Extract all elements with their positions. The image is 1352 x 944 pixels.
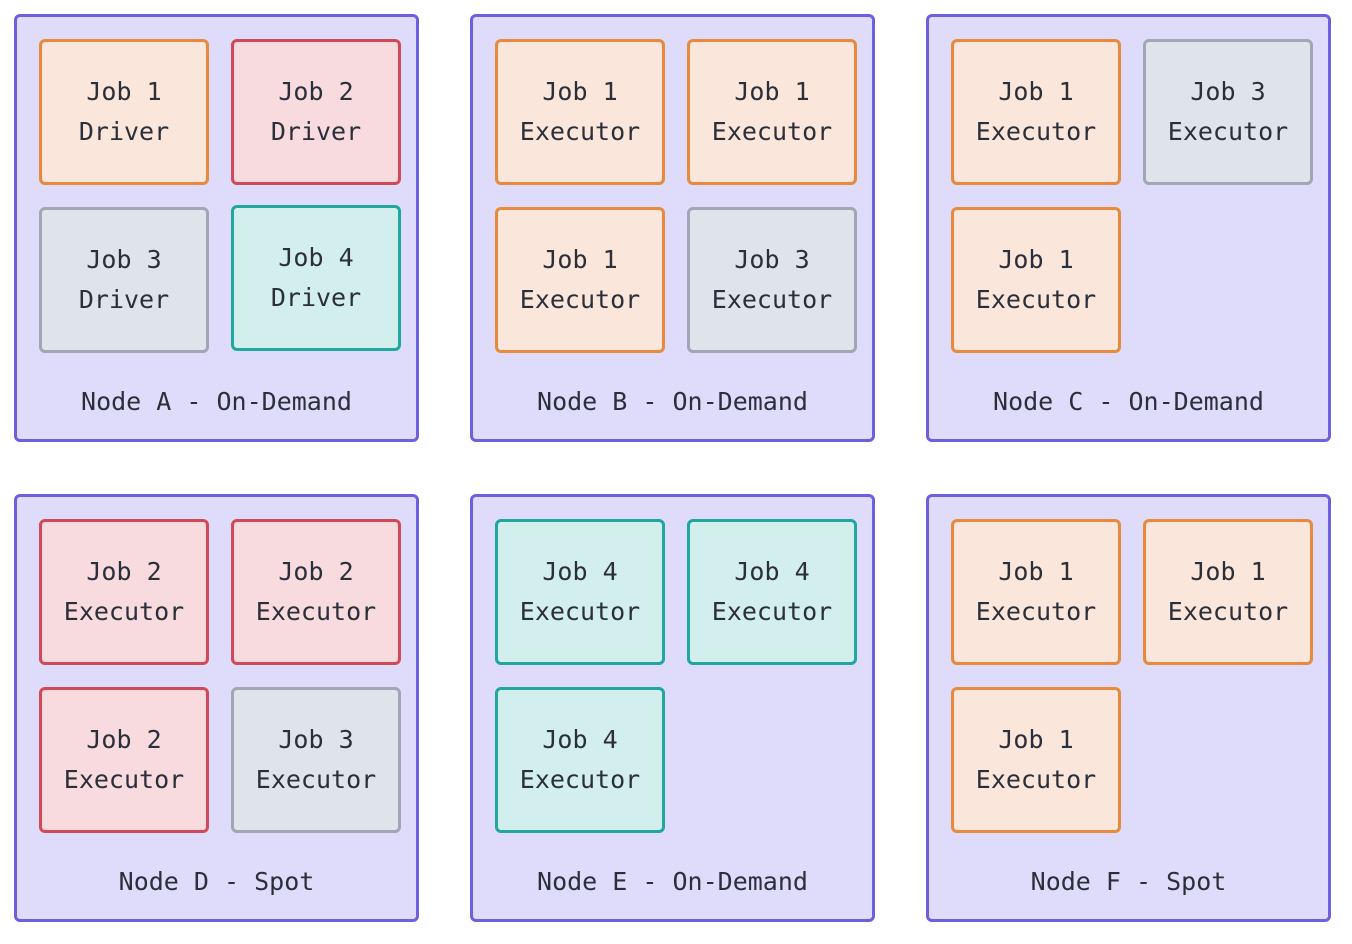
- job-box: Job 3 Driver: [39, 207, 209, 353]
- node-label: Node B - On-Demand: [537, 387, 808, 416]
- node-label: Node F - Spot: [1030, 867, 1227, 896]
- job-role: Executor: [63, 765, 185, 794]
- job-role: Driver: [270, 117, 362, 146]
- job-name: Job 4: [278, 243, 354, 272]
- node-c: Job 1 Executor Job 3 Executor Job 1 Exec…: [926, 14, 1331, 442]
- job-box: Job 1 Executor: [951, 519, 1121, 665]
- job-box: Job 3 Executor: [1143, 39, 1313, 185]
- node-label: Node C - On-Demand: [993, 387, 1264, 416]
- job-role: Executor: [711, 117, 833, 146]
- job-name: Job 4: [542, 557, 618, 586]
- job-box: Job 1 Executor: [951, 687, 1121, 833]
- job-name: Job 3: [734, 245, 810, 274]
- job-role: Executor: [975, 765, 1097, 794]
- job-name: Job 4: [542, 725, 618, 754]
- job-box: Job 4 Driver: [231, 205, 401, 351]
- job-box: Job 2 Executor: [39, 519, 209, 665]
- job-role: Executor: [711, 597, 833, 626]
- job-name: Job 2: [86, 557, 162, 586]
- node-d: Job 2 Executor Job 2 Executor Job 2 Exec…: [14, 494, 419, 922]
- job-name: Job 3: [1190, 77, 1266, 106]
- node-label: Node D - Spot: [118, 867, 315, 896]
- job-role: Executor: [1167, 597, 1289, 626]
- job-name: Job 1: [86, 77, 162, 106]
- job-box: Job 1 Executor: [951, 207, 1121, 353]
- node-b: Job 1 Executor Job 1 Executor Job 1 Exec…: [470, 14, 875, 442]
- job-role: Executor: [975, 597, 1097, 626]
- job-name: Job 4: [734, 557, 810, 586]
- job-box: Job 2 Executor: [231, 519, 401, 665]
- job-role: Executor: [255, 597, 377, 626]
- job-box: Job 3 Executor: [687, 207, 857, 353]
- job-box: Job 4 Executor: [495, 687, 665, 833]
- job-role: Executor: [255, 765, 377, 794]
- job-role: Driver: [78, 117, 170, 146]
- job-box: Job 1 Executor: [1143, 519, 1313, 665]
- job-role: Executor: [519, 765, 641, 794]
- job-role: Executor: [519, 285, 641, 314]
- job-role: Driver: [270, 283, 362, 312]
- job-role: Executor: [711, 285, 833, 314]
- node-f: Job 1 Executor Job 1 Executor Job 1 Exec…: [926, 494, 1331, 922]
- job-box: Job 1 Executor: [687, 39, 857, 185]
- job-name: Job 1: [542, 77, 618, 106]
- job-box: Job 2 Executor: [39, 687, 209, 833]
- job-name: Job 1: [542, 245, 618, 274]
- job-name: Job 2: [86, 725, 162, 754]
- job-name: Job 2: [278, 557, 354, 586]
- job-name: Job 2: [278, 77, 354, 106]
- job-name: Job 1: [998, 557, 1074, 586]
- job-role: Executor: [975, 285, 1097, 314]
- job-box: Job 1 Executor: [951, 39, 1121, 185]
- job-box: Job 4 Executor: [495, 519, 665, 665]
- job-role: Executor: [519, 597, 641, 626]
- job-box: Job 1 Executor: [495, 207, 665, 353]
- node-a: Job 1 Driver Job 2 Driver Job 3 Driver J…: [14, 14, 419, 442]
- node-label: Node E - On-Demand: [537, 867, 808, 896]
- job-name: Job 1: [1190, 557, 1266, 586]
- job-name: Job 3: [278, 725, 354, 754]
- job-box: Job 4 Executor: [687, 519, 857, 665]
- job-role: Driver: [78, 285, 170, 314]
- job-role: Executor: [63, 597, 185, 626]
- job-role: Executor: [1167, 117, 1289, 146]
- node-label: Node A - On-Demand: [81, 387, 352, 416]
- job-name: Job 3: [86, 245, 162, 274]
- job-box: Job 1 Driver: [39, 39, 209, 185]
- job-role: Executor: [975, 117, 1097, 146]
- job-role: Executor: [519, 117, 641, 146]
- job-name: Job 1: [998, 725, 1074, 754]
- job-box: Job 3 Executor: [231, 687, 401, 833]
- job-box: Job 1 Executor: [495, 39, 665, 185]
- node-e: Job 4 Executor Job 4 Executor Job 4 Exec…: [470, 494, 875, 922]
- job-box: Job 2 Driver: [231, 39, 401, 185]
- job-name: Job 1: [998, 77, 1074, 106]
- job-name: Job 1: [734, 77, 810, 106]
- job-name: Job 1: [998, 245, 1074, 274]
